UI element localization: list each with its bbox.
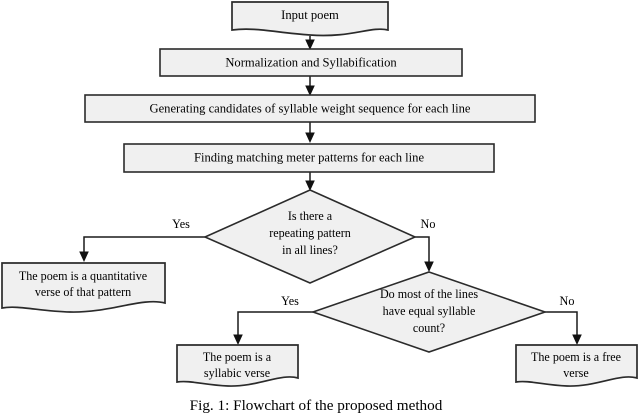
input-poem-shape [231, 1, 389, 37]
edge-label-syllable-no: No [560, 294, 575, 308]
decision-syllable-line1: Do most of the lines [380, 287, 478, 301]
syllabic-verse-shape [176, 344, 299, 387]
quantitative-verse-line2: verse of that pattern [35, 285, 131, 299]
connector-repeating-no [415, 236, 430, 264]
normalization-label: Normalization and Syllabification [225, 55, 397, 69]
arrowhead-syllable-no [572, 334, 582, 345]
arrowhead-normalization-to-generating [305, 85, 315, 96]
generating-candidates-label: Generating candidates of syllable weight… [149, 101, 470, 115]
decision-repeating-line2: repeating pattern [269, 226, 351, 240]
edge-label-repeating-no: No [421, 217, 436, 231]
free-verse-shape [515, 344, 638, 387]
edge-label-layer: Yes No Yes No [172, 217, 574, 308]
decision-repeating-shape [203, 189, 417, 284]
generating-candidates-shape [84, 94, 536, 123]
free-verse-line1: The poem is a free [531, 350, 621, 364]
quantitative-verse-line1: The poem is a quantitative [19, 269, 147, 283]
figure-caption: Fig. 1: Flowchart of the proposed method [190, 397, 443, 414]
node-decision-syllable-count[interactable]: Do most of the lines have equal syllable… [310, 271, 548, 353]
normalization-shape [159, 48, 463, 77]
connector-syllable-yes [237, 311, 313, 337]
decision-syllable-line2: have equal syllable [383, 304, 476, 318]
arrowhead-syllable-yes [233, 334, 243, 345]
node-decision-repeating-pattern[interactable]: Is there a repeating pattern in all line… [203, 189, 417, 284]
connector-syllable-no [545, 311, 578, 337]
syllabic-verse-line1: The poem is a [203, 350, 272, 364]
node-quantitative-verse[interactable]: The poem is a quantitative verse of that… [1, 262, 166, 313]
decision-syllable-shape [310, 271, 548, 353]
finding-matching-label: Finding matching meter patterns for each… [194, 150, 425, 164]
decision-repeating-line3: in all lines? [282, 243, 338, 257]
node-input-poem[interactable]: Input poem [231, 1, 389, 37]
node-free-verse[interactable]: The poem is a free verse [515, 344, 638, 387]
edge-label-syllable-yes: Yes [281, 294, 299, 308]
finding-matching-shape [123, 143, 495, 173]
decision-repeating-line1: Is there a [288, 209, 333, 223]
decision-syllable-line3: count? [413, 321, 445, 335]
arrowhead-repeating-no [424, 261, 434, 272]
node-generating-candidates[interactable]: Generating candidates of syllable weight… [84, 94, 536, 123]
connector-repeating-yes [83, 236, 205, 254]
input-poem-label: Input poem [281, 8, 339, 22]
free-verse-line2: verse [563, 366, 589, 380]
node-syllabic-verse[interactable]: The poem is a syllabic verse [176, 344, 299, 387]
arrowhead-generating-to-finding [305, 132, 315, 143]
connector-layer [79, 36, 582, 345]
node-normalization[interactable]: Normalization and Syllabification [159, 48, 463, 77]
edge-label-repeating-yes: Yes [172, 217, 190, 231]
node-finding-matching[interactable]: Finding matching meter patterns for each… [123, 143, 495, 173]
quantitative-verse-shape [1, 262, 166, 313]
arrowhead-repeating-yes [79, 251, 89, 262]
arrowhead-input-to-normalization [305, 39, 315, 50]
arrowhead-finding-to-decision-repeating [305, 180, 315, 191]
syllabic-verse-line2: syllabic verse [204, 366, 270, 380]
